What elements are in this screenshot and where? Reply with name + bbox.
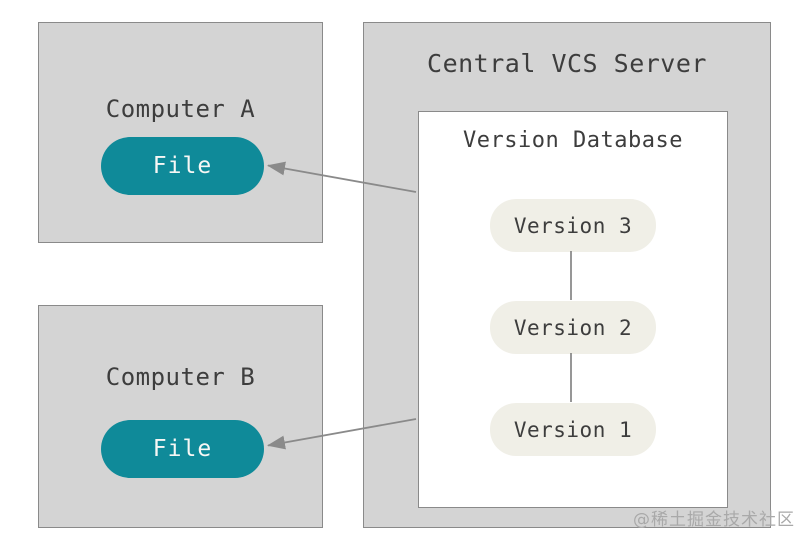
version-database-title: Version Database: [463, 128, 683, 153]
computer-b-file-pill: File: [101, 420, 264, 478]
computer-b-box: Computer B File: [38, 305, 323, 528]
computer-b-file-label: File: [152, 436, 213, 462]
computer-a-file-pill: File: [101, 137, 264, 195]
central-vcs-server-title: Central VCS Server: [427, 49, 707, 78]
central-vcs-server-box: Central VCS Server Version Database Vers…: [363, 22, 771, 528]
computer-a-title: Computer A: [105, 95, 256, 123]
version-3-pill: Version 3: [490, 199, 656, 252]
watermark: @稀土掘金技术社区: [633, 510, 795, 530]
version-database-box: Version Database Version 3 Version 2 Ver…: [418, 111, 728, 508]
computer-b-title: Computer B: [105, 363, 256, 391]
version-1-pill: Version 1: [490, 403, 656, 456]
version-2-pill: Version 2: [490, 301, 656, 354]
computer-a-box: Computer A File: [38, 22, 323, 243]
computer-a-file-label: File: [152, 153, 213, 179]
